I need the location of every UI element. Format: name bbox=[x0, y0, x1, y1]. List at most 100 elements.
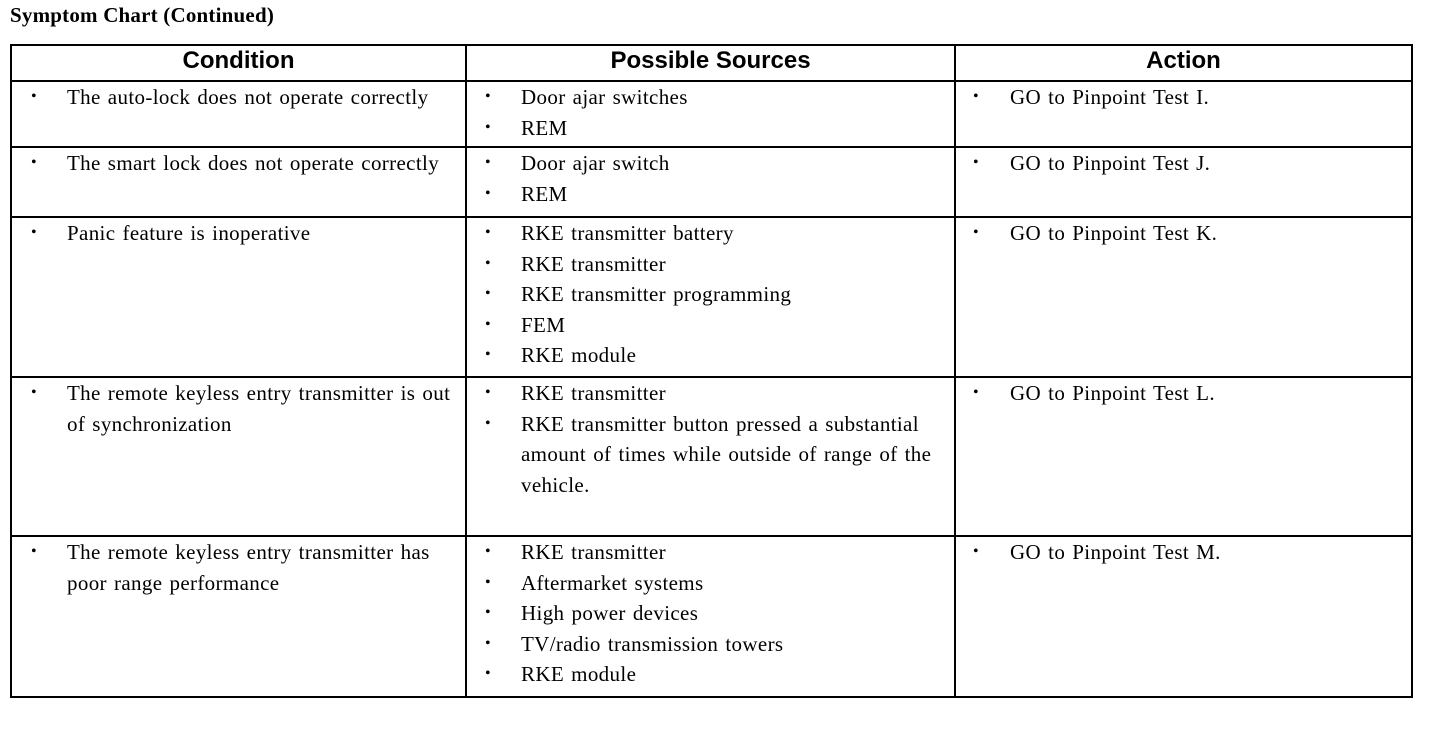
table-cell-possible-sources: •RKE transmitter battery•RKE transmitter… bbox=[465, 216, 956, 378]
list-item: • RKE transmitter programming bbox=[467, 279, 954, 310]
bullet-icon: • bbox=[485, 573, 491, 591]
list-item-label: RKE module bbox=[521, 343, 637, 367]
bullet-list: • Door ajar switches • REM bbox=[467, 82, 954, 143]
table-cell-condition: • The remote keyless entry transmitter ha… bbox=[10, 535, 467, 698]
table-row: • The remote keyless entry transmitter ha… bbox=[10, 535, 1413, 698]
list-item: • GO to Pinpoint Test L. bbox=[956, 378, 1411, 409]
bullet-list: • Door ajar switch • REM bbox=[467, 148, 954, 209]
table-cell-action: • GO to Pinpoint Test J. bbox=[954, 146, 1413, 218]
bullet-list: • GO to Pinpoint Test I. bbox=[956, 82, 1411, 113]
bullet-icon: • bbox=[485, 254, 491, 272]
list-item-label: TV/radio transmission towers bbox=[521, 631, 784, 656]
bullet-list: • GO to Pinpoint Test K. bbox=[956, 218, 1411, 249]
bullet-icon: • bbox=[31, 88, 37, 105]
list-item: • Door ajar switch bbox=[467, 148, 954, 179]
table-cell-condition: •Panic feature is inoperative bbox=[10, 216, 467, 378]
bullet-list: • The smart lock does not operate correct… bbox=[12, 148, 465, 179]
column-header-condition: Condition bbox=[10, 44, 467, 82]
bullet-icon: • bbox=[31, 154, 37, 171]
table-cell-action: •GO to Pinpoint Test M. bbox=[954, 535, 1413, 698]
list-item-label: FEM bbox=[521, 312, 566, 337]
table-cell-action: • GO to Pinpoint Test K. bbox=[954, 216, 1413, 378]
list-item-label: RKE transmitter battery bbox=[521, 221, 734, 245]
list-item: • RKE transmitter button pressed a substa… bbox=[467, 409, 954, 501]
bullet-icon: • bbox=[973, 154, 979, 171]
bullet-icon: • bbox=[31, 384, 37, 401]
list-item-label: The smart lock does not operate correctl… bbox=[67, 151, 440, 175]
table-body: • The auto-lock does not operate correctl… bbox=[10, 80, 1413, 698]
list-item-label: RKE transmitter programming bbox=[521, 282, 792, 306]
bullet-list: • GO to Pinpoint Test L. bbox=[956, 378, 1411, 409]
list-item: • The smart lock does not operate correct… bbox=[12, 148, 465, 179]
list-item-label: High power devices bbox=[521, 601, 699, 625]
bullet-icon: • bbox=[31, 543, 37, 560]
bullet-icon: • bbox=[485, 634, 491, 652]
bullet-icon: • bbox=[485, 88, 491, 105]
list-item-label: The remote keyless entry transmitter has… bbox=[67, 540, 430, 595]
bullet-list: •Panic feature is inoperative bbox=[12, 218, 465, 249]
table-cell-possible-sources: • RKE transmitter • RKE transmitter button … bbox=[465, 376, 956, 537]
list-item-label: Door ajar switch bbox=[521, 151, 670, 175]
bullet-icon: • bbox=[485, 543, 491, 560]
column-header-possible-sources: Possible Sources bbox=[465, 44, 956, 82]
bullet-icon: • bbox=[485, 315, 491, 333]
table-row: •Panic feature is inoperative•RKE transm… bbox=[10, 216, 1413, 378]
bullet-icon: • bbox=[485, 665, 491, 682]
list-item-label: Door ajar switches bbox=[521, 85, 688, 109]
bullet-icon: • bbox=[31, 224, 37, 241]
list-item: •Panic feature is inoperative bbox=[12, 218, 465, 249]
list-item-label: The auto-lock does not operate correctly bbox=[67, 85, 429, 109]
bullet-list: •GO to Pinpoint Test M. bbox=[956, 537, 1411, 568]
list-item: • TV/radio transmission towers bbox=[467, 629, 954, 660]
list-item: • FEM bbox=[467, 310, 954, 341]
list-item-label: RKE transmitter bbox=[521, 251, 666, 276]
bullet-list: • The auto-lock does not operate correctl… bbox=[12, 82, 465, 113]
list-item: • RKE transmitter bbox=[467, 378, 954, 409]
bullet-list: • GO to Pinpoint Test J. bbox=[956, 148, 1411, 179]
list-item-label: GO to Pinpoint Test I. bbox=[1010, 85, 1210, 109]
table-cell-action: • GO to Pinpoint Test I. bbox=[954, 80, 1413, 148]
bullet-icon: • bbox=[485, 285, 491, 302]
bullet-list: •RKE transmitter battery•RKE transmitter… bbox=[467, 218, 954, 371]
list-item-label: Aftermarket systems bbox=[521, 570, 704, 595]
bullet-icon: • bbox=[973, 384, 979, 401]
list-item-label: REM bbox=[521, 115, 568, 140]
table-cell-possible-sources: • Door ajar switch • REM bbox=[465, 146, 956, 218]
bullet-list: •RKE transmitter•Aftermarket systems•Hig… bbox=[467, 537, 954, 690]
table-cell-action: • GO to Pinpoint Test L. bbox=[954, 376, 1413, 537]
bullet-icon: • bbox=[973, 224, 979, 241]
list-item: • REM bbox=[467, 179, 954, 210]
list-item-label: GO to Pinpoint Test J. bbox=[1010, 151, 1211, 175]
bullet-icon: • bbox=[485, 604, 491, 621]
bullet-list: •The remote keyless entry transmitter is… bbox=[12, 378, 465, 439]
bullet-list: • RKE transmitter • RKE transmitter button … bbox=[467, 378, 954, 500]
bullet-icon: • bbox=[485, 184, 491, 202]
list-item-label: RKE module bbox=[521, 662, 637, 686]
bullet-icon: • bbox=[485, 118, 491, 136]
list-item-label: RKE transmitter button pressed a substan… bbox=[521, 411, 932, 497]
list-item: • The auto-lock does not operate correctl… bbox=[12, 82, 465, 113]
table-row: • The auto-lock does not operate correctl… bbox=[10, 80, 1413, 148]
table-row: •The remote keyless entry transmitter is… bbox=[10, 376, 1413, 537]
list-item-label: GO to Pinpoint Test L. bbox=[1010, 381, 1215, 405]
column-header-action: Action bbox=[954, 44, 1413, 82]
list-item: • RKE module bbox=[467, 340, 954, 371]
list-item: • RKE transmitter bbox=[467, 249, 954, 280]
bullet-icon: • bbox=[973, 88, 979, 105]
table-cell-condition: •The remote keyless entry transmitter is… bbox=[10, 376, 467, 537]
list-item: •RKE transmitter battery bbox=[467, 218, 954, 249]
list-item-label: RKE transmitter bbox=[521, 381, 666, 405]
table-row: • The smart lock does not operate correct… bbox=[10, 146, 1413, 218]
list-item: • Aftermarket systems bbox=[467, 568, 954, 599]
list-item: • GO to Pinpoint Test I. bbox=[956, 82, 1411, 113]
list-item-label: GO to Pinpoint Test K. bbox=[1010, 221, 1218, 245]
bullet-icon: • bbox=[485, 414, 491, 432]
list-item: • GO to Pinpoint Test J. bbox=[956, 148, 1411, 179]
bullet-icon: • bbox=[485, 346, 491, 363]
list-item: • Door ajar switches bbox=[467, 82, 954, 113]
list-item: •GO to Pinpoint Test M. bbox=[956, 537, 1411, 568]
bullet-icon: • bbox=[485, 154, 491, 171]
list-item-label: REM bbox=[521, 181, 568, 206]
bullet-icon: • bbox=[485, 384, 491, 401]
